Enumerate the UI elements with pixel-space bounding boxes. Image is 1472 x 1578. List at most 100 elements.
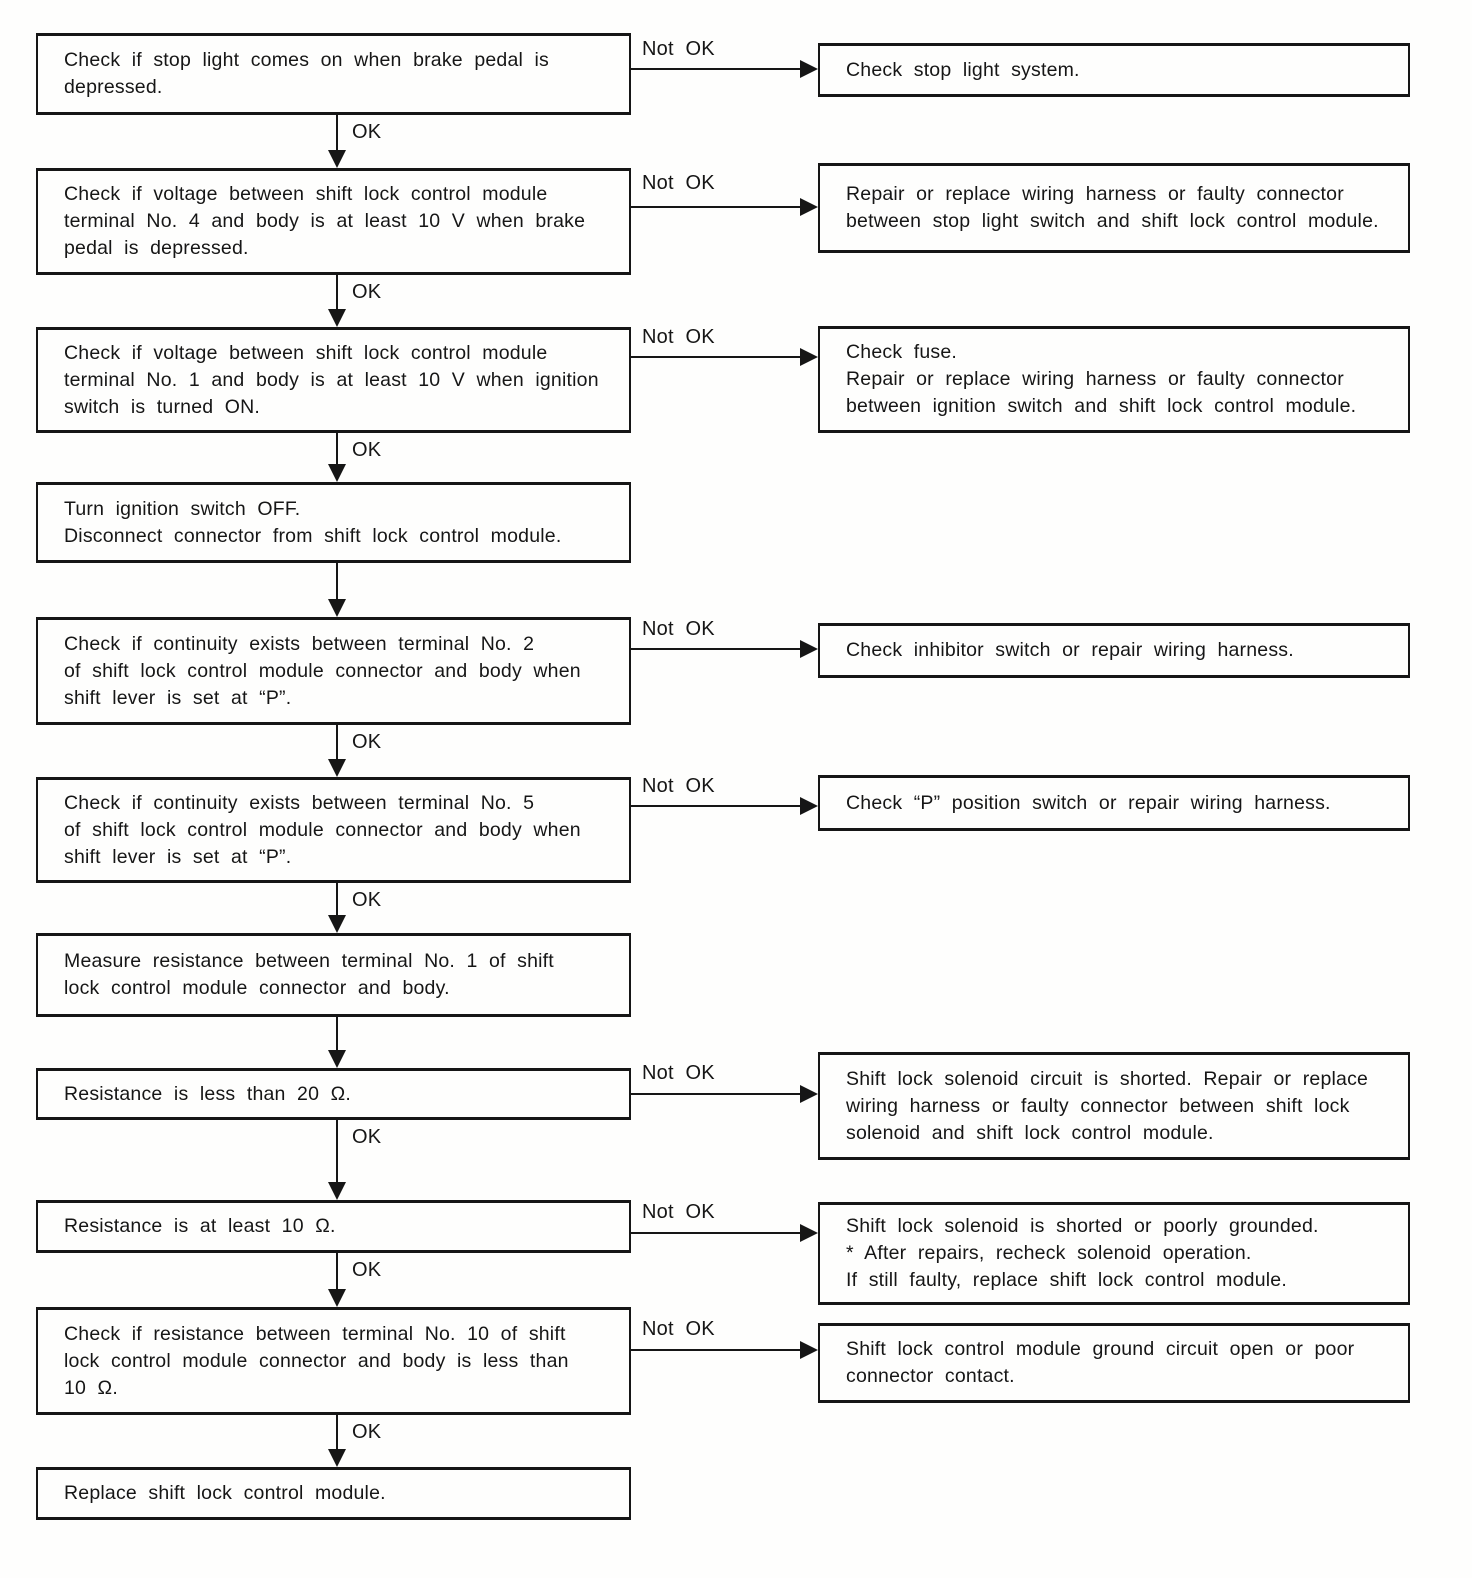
text-line: If still faulty, replace shift lock cont… (846, 1269, 1287, 1291)
text-line: Check stop light system. (846, 58, 1080, 81)
arrow-right-icon (800, 198, 818, 216)
text-line: lock control module connector and body. (64, 977, 450, 999)
text-line: 10 Ω. (64, 1376, 118, 1399)
arrow-down-icon (328, 1182, 346, 1200)
flow-line-down (336, 1415, 338, 1451)
flow-line-right (631, 356, 802, 358)
text-line: Shift lock solenoid circuit is shorted. … (846, 1067, 1369, 1090)
arrow-right-icon (800, 1224, 818, 1242)
step-box-11: Replace shift lock control module. (36, 1467, 631, 1520)
flow-line-right (631, 1349, 802, 1351)
text-line: shift lever is set at “P”. (64, 845, 292, 868)
text-line: shift lever is set at “P”. (64, 686, 292, 709)
step-box-4: Turn ignition switch OFF. Disconnect con… (36, 482, 631, 563)
text-line: Check if stop light comes on when brake … (64, 49, 549, 71)
arrow-right-icon (800, 348, 818, 366)
text-line: Repair or replace wiring harness or faul… (846, 368, 1344, 390)
not-ok-label: Not OK (642, 38, 715, 60)
not-ok-label: Not OK (642, 775, 715, 797)
arrow-right-icon (800, 1341, 818, 1359)
text-line: of shift lock control module connector a… (64, 659, 581, 682)
text-line: solenoid and shift lock control module. (846, 1121, 1214, 1144)
text-line: Check if voltage between shift lock cont… (64, 341, 548, 364)
not-ok-label: Not OK (642, 1201, 715, 1223)
result-box-2: Repair or replace wiring harness or faul… (818, 163, 1410, 253)
text-line: lock control module connector and body i… (64, 1349, 569, 1372)
arrow-down-icon (328, 1289, 346, 1307)
text-line: of shift lock control module connector a… (64, 818, 581, 841)
flow-line-right (631, 206, 802, 208)
text-line: Check inhibitor switch or repair wiring … (846, 639, 1294, 661)
text-line: Resistance is less than 20 Ω. (64, 1082, 351, 1105)
arrow-down-icon (328, 759, 346, 777)
ok-label: OK (352, 1259, 382, 1281)
step-box-10: Check if resistance between terminal No.… (36, 1307, 631, 1415)
text-line: wiring harness or faulty connector betwe… (846, 1094, 1350, 1117)
flow-line-right (631, 68, 802, 70)
flow-line-down (336, 115, 338, 152)
text-line: Check if continuity exists between termi… (64, 632, 535, 655)
result-box-6: Shift lock solenoid circuit is shorted. … (818, 1052, 1410, 1160)
ok-label: OK (352, 1421, 382, 1443)
text-line: Replace shift lock control module. (64, 1482, 386, 1504)
result-box-7: Shift lock solenoid is shorted or poorly… (818, 1202, 1410, 1305)
ok-label: OK (352, 1126, 382, 1148)
text-line: Shift lock control module ground circuit… (846, 1338, 1355, 1360)
step-box-9: Resistance is at least 10 Ω. (36, 1200, 631, 1253)
arrow-right-icon (800, 797, 818, 815)
arrow-right-icon (800, 1085, 818, 1103)
not-ok-label: Not OK (642, 1318, 715, 1340)
text-line: terminal No. 1 and body is at least 10 V… (64, 368, 599, 391)
arrow-down-icon (328, 1050, 346, 1068)
flow-line-down (336, 883, 338, 917)
text-line: Check if continuity exists between termi… (64, 791, 535, 814)
result-box-8: Shift lock control module ground circuit… (818, 1323, 1410, 1403)
flow-line-down (336, 1120, 338, 1184)
ok-label: OK (352, 439, 382, 461)
text-line: pedal is depressed. (64, 237, 249, 259)
ok-label: OK (352, 121, 382, 143)
arrow-right-icon (800, 60, 818, 78)
ok-label: OK (352, 731, 382, 753)
flow-line-right (631, 1232, 802, 1234)
arrow-down-icon (328, 150, 346, 168)
text-line: Turn ignition switch OFF. (64, 497, 301, 520)
step-box-3: Check if voltage between shift lock cont… (36, 327, 631, 433)
text-line: depressed. (64, 76, 163, 98)
step-box-7: Measure resistance between terminal No. … (36, 933, 631, 1017)
step-box-8: Resistance is less than 20 Ω. (36, 1068, 631, 1120)
step-box-2: Check if voltage between shift lock cont… (36, 168, 631, 275)
text-line: * After repairs, recheck solenoid operat… (846, 1242, 1252, 1264)
ok-label: OK (352, 281, 382, 303)
text-line: Disconnect connector from shift lock con… (64, 524, 562, 547)
text-line: switch is turned ON. (64, 395, 261, 418)
arrow-down-icon (328, 464, 346, 482)
text-line: Check “P” position switch or repair wiri… (846, 791, 1331, 814)
text-line: Resistance is at least 10 Ω. (64, 1215, 336, 1237)
flow-line-down (336, 433, 338, 466)
not-ok-label: Not OK (642, 326, 715, 348)
step-box-6: Check if continuity exists between termi… (36, 777, 631, 883)
result-box-5: Check “P” position switch or repair wiri… (818, 775, 1410, 831)
flow-line-down (336, 725, 338, 761)
not-ok-label: Not OK (642, 618, 715, 640)
not-ok-label: Not OK (642, 1062, 715, 1084)
text-line: Check if resistance between terminal No.… (64, 1322, 566, 1345)
arrow-down-icon (328, 599, 346, 617)
result-box-1: Check stop light system. (818, 43, 1410, 97)
flow-line-right (631, 805, 802, 807)
flow-line-down (336, 1253, 338, 1291)
flow-line-down (336, 563, 338, 601)
not-ok-label: Not OK (642, 172, 715, 194)
text-line: connector contact. (846, 1365, 1015, 1387)
arrow-down-icon (328, 309, 346, 327)
result-box-3: Check fuse. Repair or replace wiring har… (818, 326, 1410, 433)
text-line: Check if voltage between shift lock cont… (64, 183, 548, 205)
text-line: Repair or replace wiring harness or faul… (846, 183, 1344, 205)
text-line: between stop light switch and shift lock… (846, 210, 1379, 232)
arrow-right-icon (800, 640, 818, 658)
step-box-5: Check if continuity exists between termi… (36, 617, 631, 725)
flow-line-right (631, 648, 802, 650)
flow-line-right (631, 1093, 802, 1095)
